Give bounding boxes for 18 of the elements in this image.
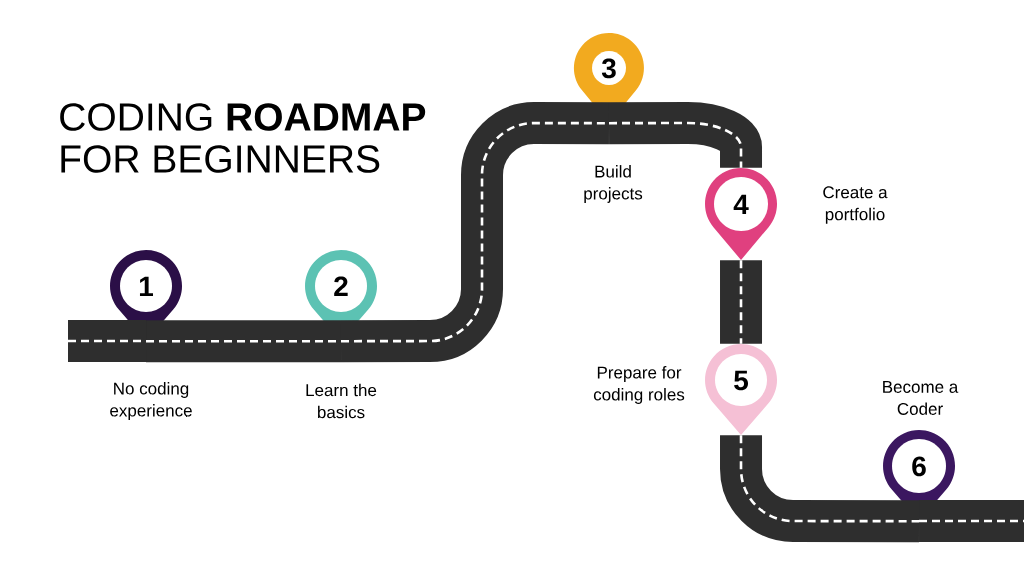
step-label: Build projects — [584, 165, 643, 203]
map-pin: 5 — [705, 344, 777, 435]
title: CODING ROADMAP FOR BEGINNERS — [60, 103, 426, 173]
step-label: Create a portfolio — [823, 186, 888, 224]
road — [340, 102, 609, 363]
map-pin: 6 — [883, 430, 955, 521]
road — [146, 320, 341, 363]
step-label: Learn the basics — [306, 383, 377, 419]
road — [720, 260, 762, 344]
map-pin: 1 — [110, 250, 182, 341]
map-pin: 4 — [705, 168, 777, 260]
road — [609, 102, 762, 168]
step-label: Become a Coder — [883, 381, 959, 415]
step-label: Prepare for coding roles — [593, 366, 685, 404]
step-label: No coding experience — [110, 382, 192, 420]
map-pin: 3 — [574, 33, 644, 123]
road — [720, 435, 919, 543]
map-pin: 2 — [305, 250, 377, 341]
